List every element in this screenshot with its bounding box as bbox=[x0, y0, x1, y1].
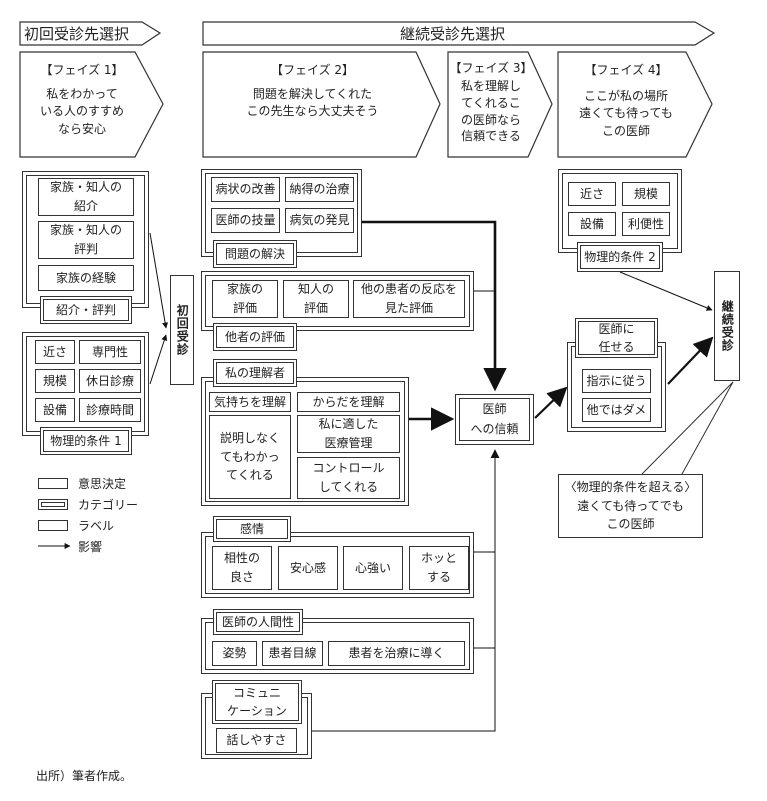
label-family-friend-referral: 家族・知人の 紹介 bbox=[38, 178, 134, 216]
label-clinic-hours: 診療時間 bbox=[79, 398, 141, 422]
label-other-patients-evaluation: 他の患者の反応を 見た評価 bbox=[353, 280, 465, 318]
arrow-entrust-to-continued bbox=[667, 336, 714, 385]
label-reassurance: 安心感 bbox=[278, 546, 338, 590]
label-scale: 規模 bbox=[35, 369, 75, 393]
category-label-communication-text: コミュニ ケーション bbox=[215, 683, 299, 721]
category-label-others-evaluation: 他者の評価 bbox=[213, 323, 297, 351]
category-label-problem-solving: 問題の解決 bbox=[213, 240, 297, 268]
callout-beyond-physical: 〈物理的条件を超える〉 遠くても待ってでも この医師 bbox=[558, 474, 703, 538]
header-initial: 初回受診先選択 bbox=[24, 25, 130, 43]
label-understands-without-explaining: 説明しなく てもわかっ てくれる bbox=[209, 415, 291, 499]
category-trust-in-doctor: 医師 への信頼 bbox=[455, 394, 534, 445]
phase2-text: 問題を解決してくれた この先生なら大丈夫そう bbox=[246, 87, 379, 119]
source-note: 出所）筆者作成。 bbox=[36, 769, 133, 783]
phase1-text: 私をわかって いる人のすすめ なら安心 bbox=[39, 87, 124, 136]
legend-decision: 意思決定 bbox=[38, 475, 126, 492]
phase1-title: 【フェイズ 1】 bbox=[40, 63, 124, 77]
category-label-physical2-text: 物理的条件 2 bbox=[580, 245, 660, 269]
label-family-evaluation: 家族の 評価 bbox=[212, 280, 278, 318]
label-scale-2: 規模 bbox=[622, 182, 670, 206]
legend-single-swatch-2 bbox=[38, 520, 68, 531]
phase3-title: 【フェイズ 3】 bbox=[449, 61, 533, 75]
legend-label-text: ラベル bbox=[78, 519, 115, 533]
label-convenience: 利便性 bbox=[622, 212, 670, 236]
category-label-others-evaluation-text: 他者の評価 bbox=[216, 326, 294, 348]
label-attitude: 姿勢 bbox=[212, 641, 257, 666]
category-label-emotion: 感情 bbox=[213, 516, 291, 542]
category-label-understander: 私の理解者 bbox=[213, 359, 297, 387]
label-family-experience: 家族の経験 bbox=[38, 265, 134, 291]
label-suitable-care: 私に適した 医療管理 bbox=[297, 415, 400, 453]
category-label-physical2: 物理的条件 2 bbox=[577, 242, 663, 272]
label-compatibility: 相性の 良さ bbox=[212, 546, 272, 590]
label-controls: コントロール してくれる bbox=[297, 457, 400, 499]
legend-single-swatch bbox=[38, 478, 68, 489]
arrow-physical1-to-first bbox=[149, 334, 168, 385]
legend-influence-text: 影響 bbox=[78, 540, 103, 554]
legend-double-swatch bbox=[38, 499, 68, 510]
legend-category: カテゴリー bbox=[38, 496, 138, 513]
phase2-title: 【フェイズ 2】 bbox=[270, 63, 355, 77]
decision-first-visit: 初回受診 bbox=[170, 275, 194, 385]
label-specialty: 専門性 bbox=[79, 340, 141, 364]
label-facilities: 設備 bbox=[35, 398, 75, 422]
legend-decision-text: 意思決定 bbox=[78, 477, 127, 491]
label-holiday-service: 休日診療 bbox=[79, 369, 141, 393]
label-satisfactory-treatment: 納得の治療 bbox=[285, 177, 354, 202]
category-label-communication: コミュニ ケーション bbox=[212, 680, 302, 724]
decision-continued-visit: 継続受診 bbox=[714, 271, 740, 381]
category-label-referral-text: 紹介・評判 bbox=[43, 299, 129, 321]
label-understand-body: からだを理解 bbox=[297, 392, 400, 412]
label-proximity-2: 近さ bbox=[568, 182, 616, 206]
category-label-doctor-humanity-text: 医師の人間性 bbox=[216, 612, 300, 632]
legend-category-text: カテゴリー bbox=[78, 498, 139, 512]
category-label-understander-text: 私の理解者 bbox=[216, 362, 294, 384]
label-facilities-2: 設備 bbox=[568, 212, 616, 236]
label-proximity: 近さ bbox=[35, 340, 75, 364]
label-symptom-improvement: 病状の改善 bbox=[211, 177, 280, 202]
label-follow-instructions: 指示に従う bbox=[582, 369, 651, 393]
arrow-physical2-to-continued bbox=[619, 271, 713, 311]
label-no-other-will-do: 他ではダメ bbox=[582, 398, 651, 422]
category-label-problem-solving-text: 問題の解決 bbox=[216, 243, 294, 265]
label-doctor-skill: 医師の技量 bbox=[211, 208, 280, 233]
category-label-entrust-text: 医師に 任せる bbox=[578, 321, 655, 355]
label-friend-evaluation: 知人の 評価 bbox=[283, 280, 349, 318]
legend-influence: 影響 bbox=[78, 538, 102, 555]
label-understand-feelings: 気持ちを理解 bbox=[209, 392, 291, 412]
label-encouraging: 心強い bbox=[343, 546, 403, 590]
category-label-entrust: 医師に 任せる bbox=[575, 318, 658, 358]
category-label-physical1: 物理的条件 1 bbox=[40, 427, 132, 455]
label-easy-to-talk: 話しやすさ bbox=[216, 728, 297, 753]
label-patient-perspective: 患者目線 bbox=[262, 641, 323, 666]
label-relief: ホッと する bbox=[409, 546, 469, 590]
category-label-emotion-text: 感情 bbox=[216, 519, 288, 539]
arrow-trust-to-entrust bbox=[534, 386, 568, 419]
label-family-friend-reputation: 家族・知人の 評判 bbox=[38, 221, 134, 259]
label-disease-detection: 病気の発見 bbox=[285, 208, 354, 233]
header-continued: 継続受診先選択 bbox=[400, 25, 506, 43]
category-label-physical1-text: 物理的条件 1 bbox=[43, 430, 129, 452]
label-guide-treatment: 患者を治療に導く bbox=[328, 641, 465, 666]
trust-in-doctor-text: 医師 への信頼 bbox=[470, 402, 519, 436]
phase4-text: ここが私の場所 遠くても待っても この医師 bbox=[579, 89, 673, 138]
phase4-title: 【フェイズ 4】 bbox=[584, 63, 668, 77]
arrow-referral-to-first bbox=[149, 232, 169, 329]
category-label-doctor-humanity: 医師の人間性 bbox=[213, 609, 303, 635]
phase3-text: 私を理解し てくれるこ の医師なら 信頼できる bbox=[460, 79, 521, 144]
legend-label: ラベル bbox=[38, 517, 114, 534]
category-label-referral: 紹介・評判 bbox=[40, 296, 132, 324]
